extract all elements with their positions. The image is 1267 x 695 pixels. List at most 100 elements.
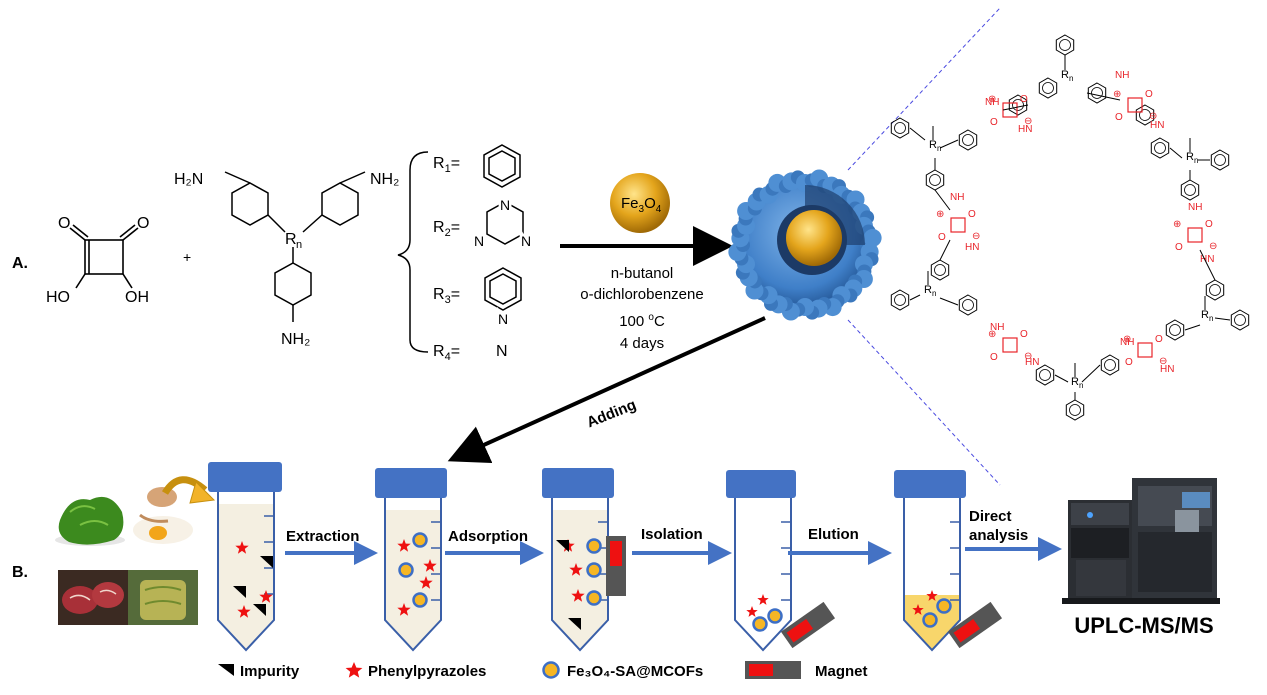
network-phenyl-ring <box>1210 149 1230 171</box>
network-squaraine-unit: O O ⊕ ⊖ <box>988 329 1032 363</box>
network-nh-label: NH <box>1120 337 1134 348</box>
network-phenyl-ring <box>1165 319 1185 341</box>
fe3o4-bead <box>586 590 602 606</box>
r4-eq: = <box>451 343 460 360</box>
network-phenyl-ring <box>890 289 910 311</box>
triazine-ring <box>486 201 524 245</box>
network-plus-label: ⊕ <box>988 329 996 340</box>
condition-solvent-2: o-dichlorobenzene <box>580 286 703 303</box>
step-extraction-label: Extraction <box>286 528 359 545</box>
network-phenyl-ring <box>1065 399 1085 421</box>
network-plus-label: ⊕ <box>1123 334 1131 345</box>
impurity-triangle <box>253 604 266 616</box>
network-squaraine-unit: OO⊕⊖ <box>936 209 980 243</box>
tube-cap <box>542 468 614 498</box>
network-phenyl-ring <box>1035 364 1055 386</box>
plus-sign: + <box>183 249 191 265</box>
squaric-acid-structure <box>69 224 139 289</box>
network-o-label: O <box>1020 329 1028 340</box>
amine-nh2-topright: NH₂ <box>370 171 399 188</box>
triazine-n-right: N <box>521 233 531 249</box>
r4-sub: 4 <box>445 351 451 363</box>
step-adsorption-label: Adsorption <box>448 528 528 545</box>
amine-nh2-bottom: NH₂ <box>281 331 310 348</box>
network-o-label: O <box>1020 94 1028 105</box>
r2-sub: 2 <box>445 227 451 239</box>
magnet <box>780 601 836 649</box>
sample-arrow-head <box>189 481 216 504</box>
magnet <box>947 601 1003 649</box>
network-squaraine-unit: OO⊕⊖ <box>1173 219 1217 253</box>
tube-cap <box>208 462 282 492</box>
network-o-label: O <box>1125 357 1133 368</box>
r3-sub: 3 <box>445 294 451 306</box>
legend-bead-text: Fe₃O₄-SA@MCOFs <box>567 663 703 680</box>
fe3o4-bead <box>752 616 768 632</box>
fe3o4-bead <box>936 598 952 614</box>
r1-label: R <box>433 155 445 172</box>
network-o-label: O <box>1175 242 1183 253</box>
legend-star-text: Phenylpyrazoles <box>368 663 486 680</box>
phenylpyrazole-star <box>423 559 437 572</box>
triazine-n-top: N <box>500 197 510 213</box>
r-group-brace <box>397 151 429 353</box>
network-phenyl-ring <box>1150 137 1170 159</box>
r-group-labels: R1= R2= R3= R4= N <box>433 155 508 363</box>
tube-cap <box>894 470 966 498</box>
r4-value: N <box>496 343 508 360</box>
network-minus-label: ⊖ <box>1024 351 1032 362</box>
phenylpyrazole-star <box>569 563 583 576</box>
r3-eq: = <box>451 286 460 303</box>
network-minus-label: ⊖ <box>1159 356 1167 367</box>
network-plus-label: ⊕ <box>1113 89 1121 100</box>
honey-photo <box>128 570 198 625</box>
network-phenyl-ring <box>1087 82 1107 104</box>
svg-text:R2=: R2= <box>433 219 460 239</box>
core-shell-particle <box>728 169 882 321</box>
network-phenyl-ring <box>1180 179 1200 201</box>
network-phenyl-ring <box>958 129 978 151</box>
fe3o4-bead <box>586 538 602 554</box>
centrifuge-tube <box>208 462 282 652</box>
condition-temperature: 100 oC <box>619 312 665 330</box>
network-squaraine-unit: OO⊕⊖ <box>1123 334 1167 368</box>
r4-label: R <box>433 343 445 360</box>
egg-photo <box>133 487 193 544</box>
adding-label: Adding <box>584 396 638 431</box>
amine-core-sub: n <box>296 239 302 251</box>
amine-nh2-topleft: H₂N <box>174 171 203 188</box>
impurity-triangle <box>233 586 246 598</box>
impurity-triangle <box>556 540 569 552</box>
instrument-label: UPLC-MS/MS <box>1074 613 1213 638</box>
analysis-label: analysis <box>969 527 1028 544</box>
network-phenyl-ring <box>1100 354 1120 376</box>
step-elution-label: Elution <box>808 526 859 543</box>
network-r-node: Rn <box>929 139 941 153</box>
network-nh-label: NH <box>985 97 999 108</box>
network-o-label: O <box>1145 89 1153 100</box>
meat-photo <box>58 570 128 625</box>
network-r-node: Rn <box>924 284 936 298</box>
network-o-label: O <box>938 232 946 243</box>
network-r-node: Rn <box>1071 376 1083 390</box>
amine-core-r: R <box>285 231 297 248</box>
legend-star-icon <box>345 662 363 678</box>
squaric-o-left: O <box>58 215 70 232</box>
network-phenyl-ring <box>930 259 950 281</box>
impurity-triangle <box>568 618 581 630</box>
network-minus-label: ⊖ <box>1209 241 1217 252</box>
fe3o4-bead <box>412 532 428 548</box>
network-nh-label: NH <box>1115 70 1129 81</box>
network-nh-label: NH <box>950 192 964 203</box>
svg-text:R4=: R4= <box>433 343 460 363</box>
network-phenyl-ring <box>1205 279 1225 301</box>
fe3o4-bead <box>412 592 428 608</box>
r2-label: R <box>433 219 445 236</box>
zoom-line-top <box>847 7 1001 171</box>
r2-eq: = <box>451 219 460 236</box>
triamine-structure <box>224 171 366 322</box>
phenylpyrazole-star <box>235 541 249 554</box>
triazine-n-left: N <box>474 233 484 249</box>
legend-bead-icon <box>542 661 560 679</box>
network-o-label: O <box>990 352 998 363</box>
